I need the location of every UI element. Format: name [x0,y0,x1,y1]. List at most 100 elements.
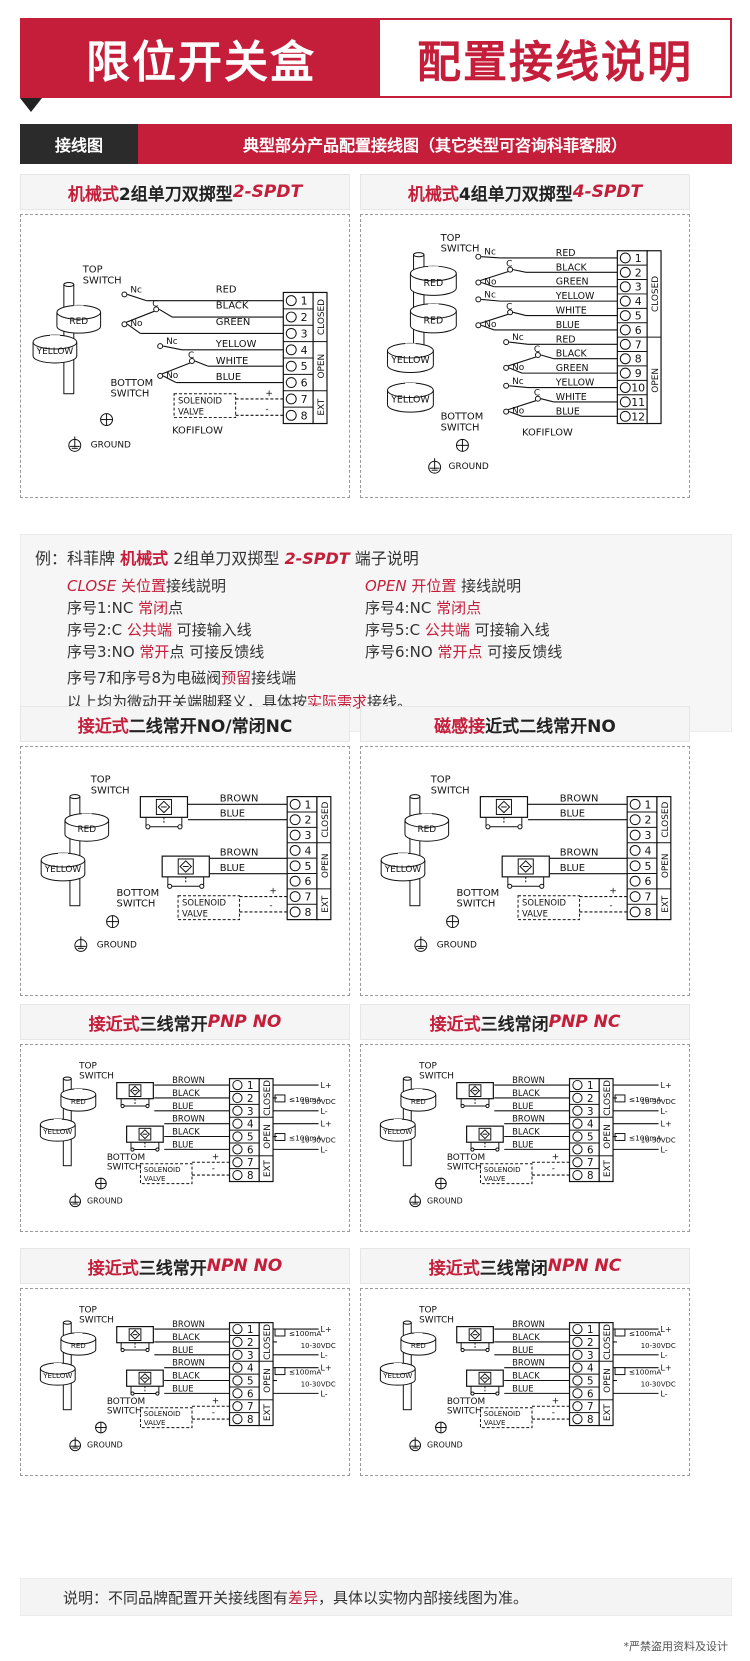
terminal-screw-icon [232,1362,243,1373]
c-contact-icon [534,352,541,358]
terminal-group-ext: EXT [603,1160,613,1178]
diagram-svg: TOPSWITCHREDYELLOWBOTTOMSWITCHGROUNDBROW… [379,1062,676,1208]
l-minus-label: L- [321,1107,328,1116]
c-contact-icon [188,357,195,364]
terminal-number: 8 [587,1170,594,1182]
desc-close-2: 序号2:C 公共端 可接输入线 [67,621,252,639]
solenoid-valve-box [177,895,241,921]
ground-label: GROUND [97,940,137,950]
l-minus-label: L- [661,1107,668,1116]
terminal-group-closed: CLOSED [603,1324,613,1360]
solenoid-label: SOLENOID [144,1409,181,1418]
load-resistor-icon [274,1367,286,1376]
terminal-number: 7 [247,1157,254,1169]
terminal-screw-icon [619,295,631,307]
nc-contact-icon [121,291,128,298]
wire-label-brown: BROWN [512,1114,545,1124]
solenoid-valve-box [479,1163,533,1185]
l-plus-label: L+ [321,1325,332,1334]
bottom-switch-label: BOTTOM [107,1397,145,1407]
voltage-label: 10-30VDC [301,1342,336,1350]
bottom-switch-label: BOTTOM [107,1153,145,1163]
terminal-screw-icon [629,875,641,887]
ground-icon [69,1193,82,1208]
terminal-screw-icon [572,1157,583,1168]
top-switch-label: SWITCH [91,786,130,797]
yellow-cam [39,1118,76,1142]
solenoid-label: SOLENOID [182,898,226,908]
wire-label-brown: BROWN [560,793,599,804]
nc-label: Nc [512,333,524,343]
terminal-number: 3 [247,1350,254,1362]
wire-label-white: WHITE [216,356,248,367]
terminal-group-open: OPEN [321,853,331,878]
terminal-number: 4 [305,844,312,857]
red-cam-label: RED [69,317,88,327]
bottom-switch-label: SWITCH [117,899,156,910]
voltage-label: 10-30VDC [301,1380,336,1388]
no-contact-icon [475,279,482,286]
ground-label: GROUND [87,1440,123,1449]
no-label: No [512,407,524,417]
no-contact-icon [121,321,128,328]
terminal-number: 3 [305,829,312,842]
terminal-screw-icon [619,266,631,278]
current-label: ≤100mA [629,1095,662,1104]
terminal-screw-icon [285,311,297,323]
terminal-screw-icon [289,814,301,826]
terminal-group-open: OPEN [651,368,661,393]
wire-label-black: BLACK [172,1332,200,1342]
header-pointer-icon [20,98,42,112]
top-switch-label: TOP [82,265,103,276]
yellow-cam-label: YELLOW [36,347,74,357]
terminal-group-ext: EXT [263,1404,273,1422]
world-ground-icon [95,1421,107,1434]
terminal-number: 4 [247,1119,254,1131]
wire-label-blue: BLUE [512,1345,533,1355]
l-plus-label: L+ [321,1120,332,1129]
wire-label-brown: BROWN [220,847,259,858]
terminal-number: 3 [301,327,308,340]
ground-icon [414,936,428,952]
terminal-number: 5 [635,310,642,323]
terminal-number: 2 [301,311,308,324]
wire-label-black: BLACK [216,300,249,311]
top-switch-label: TOP [418,1062,437,1072]
no-contact-icon [503,408,510,415]
minus-label: - [552,1408,555,1418]
terminal-screw-icon [285,327,297,339]
voltage-label: 10-30VDC [301,1098,336,1106]
terminal-screw-icon [289,829,301,841]
actuator-shaft [380,794,450,907]
wire-label: BLACK [556,262,588,273]
red-cam-label: RED [424,315,444,326]
no-label: No [512,363,524,373]
no-label: No [484,320,496,330]
terminal-number: 2 [587,1093,594,1105]
desc-open-1: 序号4:NC 常闭点 [365,599,482,617]
proximity-sensor-icon [161,855,210,889]
top-switch-label: TOP [78,1306,97,1316]
terminal-screw-icon [619,324,631,336]
nc-contact-icon [475,253,482,260]
terminal-number: 3 [247,1106,254,1118]
actuator-shaft [40,794,110,907]
no-contact-icon [475,322,482,329]
terminal-screw-icon [572,1323,583,1335]
voltage-label: 10-30VDC [641,1342,676,1350]
no-contact-icon [503,364,510,371]
wire-line [127,323,141,334]
bottom-note: 说明：不同品牌配置开关接线图有差异，具体以实物内部接线图为准。 [20,1578,732,1616]
ground-icon [74,936,88,952]
terminal-group-ext: EXT [321,895,331,913]
l-minus-label: L- [321,1389,328,1398]
c-label: C [188,351,194,361]
proximity-sensor-icon [139,796,189,830]
terminal-screw-icon [572,1362,583,1373]
solenoid-label: SOLENOID [178,396,222,406]
wire-label-blue: BLUE [560,809,585,820]
